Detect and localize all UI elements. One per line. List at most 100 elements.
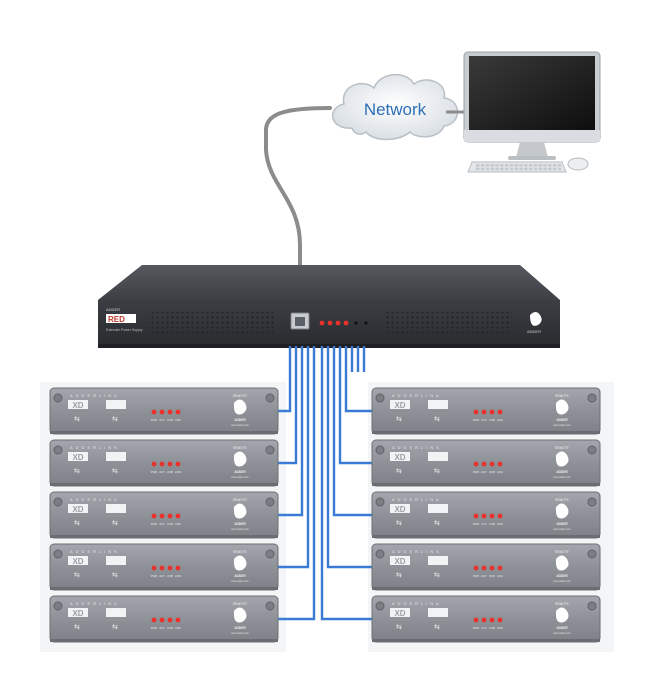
extender-led-label: PWR bbox=[151, 470, 158, 474]
extender-logo-text: ADDER bbox=[556, 470, 568, 474]
extender-led-label: USB bbox=[167, 470, 173, 474]
extender-led-usb bbox=[167, 617, 173, 623]
usb-port bbox=[390, 504, 410, 513]
hub-subtitle: Extender Power Supply bbox=[106, 328, 143, 332]
usb-port bbox=[68, 608, 88, 617]
extender-logo-sub: www.adder.com bbox=[231, 580, 249, 583]
extender-logo-text: ADDER bbox=[234, 522, 246, 526]
extender-led-act bbox=[159, 461, 165, 467]
extender-led-label: ACT bbox=[481, 418, 487, 422]
extender-led-act bbox=[481, 565, 487, 571]
hub-led-3 bbox=[335, 320, 341, 326]
extender-model: XD bbox=[394, 401, 405, 410]
usb-icon: ⇆ bbox=[112, 623, 118, 631]
extender-logo-text: ADDER bbox=[556, 522, 568, 526]
extender-model-tag: REMOTE bbox=[555, 498, 569, 502]
usb-icon: ⇆ bbox=[74, 415, 80, 423]
adder-logo-icon bbox=[233, 503, 247, 519]
extender-led-act bbox=[159, 617, 165, 623]
usb-icon: ⇆ bbox=[434, 519, 440, 527]
usb-port bbox=[428, 400, 448, 409]
extender-led-pwr bbox=[473, 409, 479, 415]
extender-led-act bbox=[481, 461, 487, 467]
extender-model-tag: REMOTE bbox=[233, 394, 247, 398]
extender-led-label: PWR bbox=[151, 626, 158, 630]
extender-led-label: USB bbox=[167, 522, 173, 526]
extender-led-pwr bbox=[151, 409, 157, 415]
extender-brand: ADDERLINK bbox=[392, 601, 442, 606]
extender-logo-sub: www.adder.com bbox=[553, 580, 571, 583]
extender-led-label: USB bbox=[489, 626, 495, 630]
hub-comms-port bbox=[354, 321, 358, 325]
cable-left-5 bbox=[278, 346, 316, 621]
usb-port bbox=[428, 608, 448, 617]
red-hub: ADDER RED Extender Power Supply ADDER bbox=[98, 265, 560, 348]
extender-led-act bbox=[159, 513, 165, 519]
cable-bundle bbox=[278, 346, 372, 621]
usb-port bbox=[106, 608, 126, 617]
extender-model-tag: REMOTE bbox=[555, 446, 569, 450]
mount-hole bbox=[53, 393, 63, 403]
usb-port bbox=[106, 556, 126, 565]
usb-port bbox=[390, 608, 410, 617]
hub-brand: RED bbox=[108, 315, 125, 324]
extender-logo-sub: www.adder.com bbox=[231, 476, 249, 479]
cable-right-5 bbox=[320, 346, 372, 621]
extender-led-label: ACT bbox=[481, 470, 487, 474]
mount-hole bbox=[53, 445, 63, 455]
cable-right-2 bbox=[338, 346, 372, 465]
extender-led-label: LINK bbox=[497, 470, 503, 474]
extender-brand: ADDERLINK bbox=[70, 601, 120, 606]
extender-led-link bbox=[175, 565, 181, 571]
adder-logo-icon bbox=[555, 607, 569, 623]
extender-led-label: ACT bbox=[481, 522, 487, 526]
extender-logo-text: ADDER bbox=[234, 418, 246, 422]
adder-logo-icon bbox=[233, 399, 247, 415]
hub-dc-port bbox=[364, 321, 368, 325]
usb-icon: ⇆ bbox=[112, 571, 118, 579]
extender-led-label: PWR bbox=[151, 418, 158, 422]
extender-model: XD bbox=[72, 609, 83, 618]
extender-led-label: ACT bbox=[159, 470, 165, 474]
extender-brand: ADDERLINK bbox=[392, 549, 442, 554]
extender-brand: ADDERLINK bbox=[392, 497, 442, 502]
extender-led-label: PWR bbox=[473, 626, 480, 630]
extender-led-label: USB bbox=[489, 522, 495, 526]
extender-brand: ADDERLINK bbox=[70, 445, 120, 450]
extender-brand: ADDERLINK bbox=[70, 497, 120, 502]
cable-right-4 bbox=[326, 346, 372, 569]
network-label: Network bbox=[364, 100, 427, 119]
extender-logo-text: ADDER bbox=[234, 626, 246, 630]
extender-led-link bbox=[497, 409, 503, 415]
usb-icon: ⇆ bbox=[396, 623, 402, 631]
extender-led-label: USB bbox=[167, 574, 173, 578]
usb-port bbox=[106, 452, 126, 461]
extender-logo-sub: www.adder.com bbox=[553, 424, 571, 427]
hub-led-4 bbox=[343, 320, 349, 326]
extender-led-label: PWR bbox=[151, 574, 158, 578]
extender-led-link bbox=[497, 617, 503, 623]
extender-brand: ADDERLINK bbox=[392, 393, 442, 398]
extender-model-tag: REMOTE bbox=[555, 602, 569, 606]
extender-logo-text: ADDER bbox=[556, 418, 568, 422]
usb-port bbox=[106, 504, 126, 513]
extender-led-label: USB bbox=[167, 626, 173, 630]
extender-led-label: PWR bbox=[473, 470, 480, 474]
extender-led-label: PWR bbox=[473, 574, 480, 578]
extender-led-label: LINK bbox=[175, 626, 181, 630]
usb-port bbox=[68, 504, 88, 513]
hub-led-2 bbox=[327, 320, 333, 326]
mount-hole bbox=[587, 393, 597, 403]
extender-model-tag: REMOTE bbox=[555, 550, 569, 554]
mount-hole bbox=[265, 445, 275, 455]
mount-hole bbox=[53, 549, 63, 559]
extender-led-pwr bbox=[473, 565, 479, 571]
extender-led-label: USB bbox=[489, 470, 495, 474]
extender-led-act bbox=[159, 565, 165, 571]
extender-model: XD bbox=[394, 557, 405, 566]
